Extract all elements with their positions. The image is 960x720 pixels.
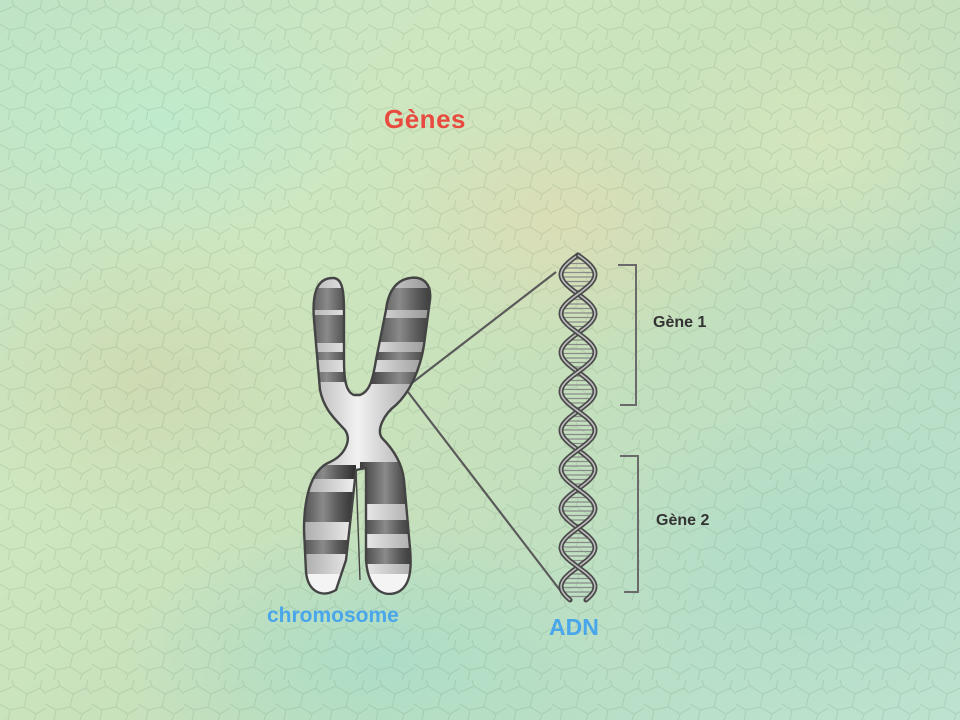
zoom-line-top (407, 271, 557, 387)
gene-1-label: Gène 1 (653, 314, 707, 331)
chromosome-label: chromosome (267, 604, 399, 627)
dna-label: ADN (549, 614, 599, 640)
dna-strand-front-highlight (560, 254, 596, 601)
gene-1-bracket (618, 264, 637, 406)
chromosome-icon (302, 276, 432, 595)
gene-2-label: Gène 2 (656, 512, 710, 529)
gene-2-bracket (620, 455, 639, 593)
zoom-line-bottom (407, 391, 567, 599)
dna-helix-icon (558, 252, 598, 603)
page-title: Gènes (384, 104, 466, 134)
dna-strand-back-highlight (560, 254, 596, 601)
